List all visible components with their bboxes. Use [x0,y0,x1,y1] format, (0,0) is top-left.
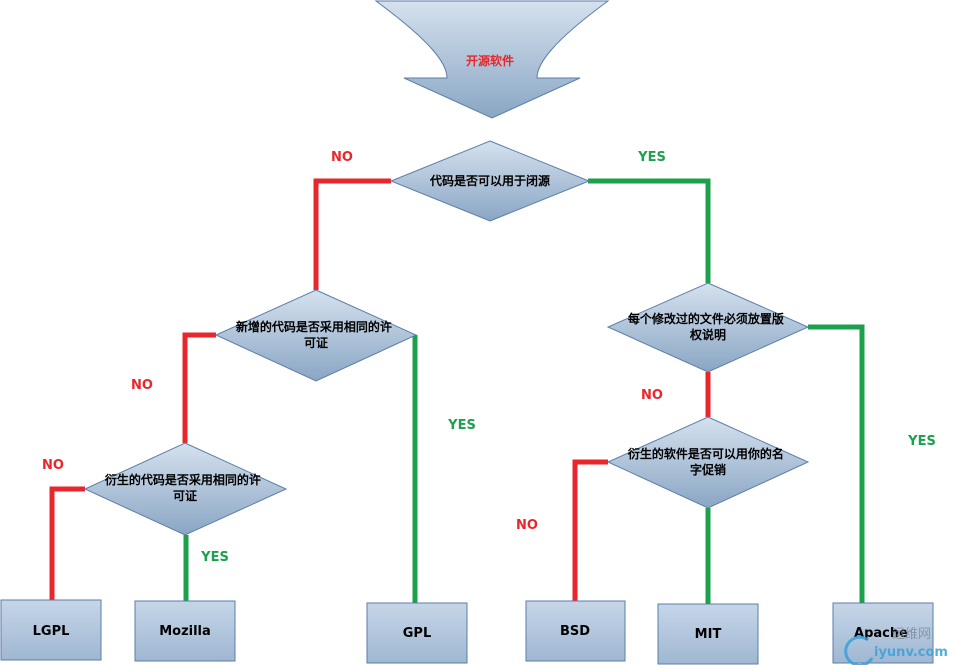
connectors [49,178,865,604]
question-line: 权说明 [689,327,726,342]
watermark-line1: 运维网 [892,627,931,642]
license-name: GPL [403,626,431,641]
license-box-mozilla: Mozilla [134,600,236,662]
license-name: MIT [695,627,722,642]
edge-derived-no [49,486,85,600]
license-name: Mozilla [159,624,211,639]
watermark: 运维网 iyunv.com [844,627,948,665]
question-text: 每个修改过的文件必须放置版 权说明 [628,311,788,342]
diamond-shape [389,140,591,222]
license-name: BSD [560,624,590,639]
label-yes-closed: YES [637,150,666,165]
license-box-mit: MIT [657,603,759,665]
diamond-shape [606,416,810,509]
box-shape [134,600,236,662]
label-yes-derived: YES [200,550,229,565]
label-no-closed: NO [331,150,353,165]
license-box-bsd: BSD [525,600,626,662]
edge-closed-no [313,178,391,290]
box-shape [366,602,468,664]
decision-closed-source: 代码是否可以用于闭源 [389,140,591,222]
edge-copyright-yes [808,324,865,603]
label-no-derived: NO [42,458,64,473]
license-name: Apache [854,626,908,641]
question-line: 可证 [173,489,197,503]
license-name: LGPL [33,624,70,639]
question-line: 可证 [304,336,328,350]
title-node: 开源软件 [374,0,610,119]
label-yes-new: YES [447,418,476,433]
decision-same-license-derived: 衍生的代码是否采用相同的许 可证 [83,442,288,536]
question-line: 衍生的软件是否可以用你的名 [627,446,784,461]
diamond-shape [83,442,288,536]
label-no-new: NO [131,378,153,393]
license-box-gpl: GPL [366,602,468,664]
question-line: 代码是否可以用于闭源 [429,173,550,188]
label-no-name: NO [516,518,538,533]
box-shape [657,603,759,665]
box-shape [832,602,934,664]
box-shape [0,599,102,661]
edge-labels: NO YES NO YES NO YES NO YES NO [42,150,936,565]
question-line: 字促销 [690,462,726,477]
question-text: 代码是否可以用于闭源 [429,173,550,188]
diamond-shape [606,282,810,373]
question-text: 衍生的软件是否可以用你的名 字促销 [627,446,788,477]
question-text: 新增的代码是否采用相同的许 可证 [236,319,396,350]
label-no-copyright: NO [641,388,663,403]
decision-name-promotion: 衍生的软件是否可以用你的名 字促销 [606,416,810,509]
title-funnel-shape [374,0,610,119]
decision-copyright-notice: 每个修改过的文件必须放置版 权说明 [606,282,810,373]
question-line: 新增的代码是否采用相同的许 [236,319,392,334]
license-box-lgpl: LGPL [0,599,102,661]
watermark-swirl-icon [844,635,874,665]
box-shape [525,600,626,662]
edge-name-no [572,459,608,601]
edge-closed-yes [588,178,711,283]
watermark-line2: iyunv.com [874,645,948,660]
question-line: 每个修改过的文件必须放置版 [628,311,784,326]
license-box-apache: Apache [832,602,934,664]
title-label: 开源软件 [466,53,514,68]
edge-new-no [182,332,216,443]
question-line: 衍生的代码是否采用相同的许 [104,472,261,487]
decision-same-license-new: 新增的代码是否采用相同的许 可证 [214,289,418,382]
diamond-shape [214,289,418,382]
question-text: 衍生的代码是否采用相同的许 可证 [104,472,265,503]
label-yes-copyright: YES [907,434,936,449]
